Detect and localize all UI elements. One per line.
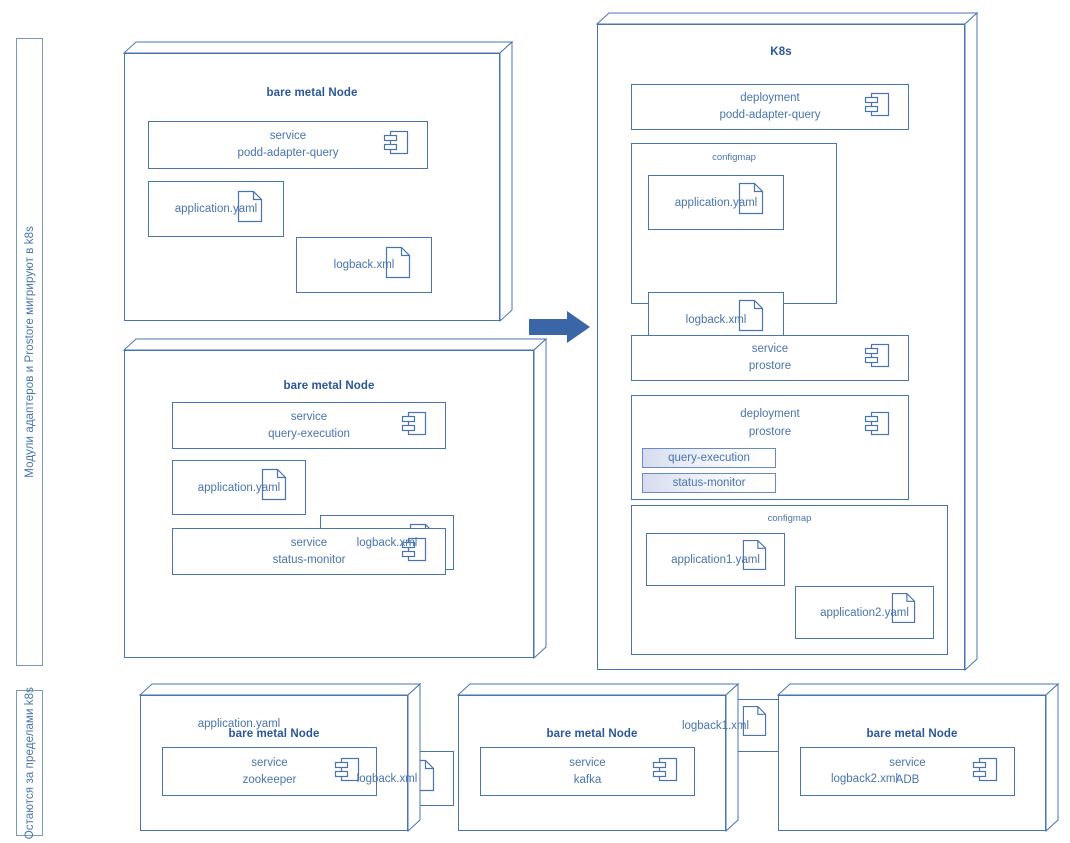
service-name: query-execution (268, 427, 350, 440)
bare-metal-node-podd-adapter-query[interactable]: bare metal Node service podd-adapter-que… (122, 40, 514, 323)
service-name: kafka (573, 773, 602, 786)
file-application-yaml[interactable]: application.yaml (148, 181, 284, 237)
node-title: bare metal Node (283, 380, 375, 392)
deployment-name: prostore (748, 426, 792, 438)
service-kind: service (290, 410, 328, 423)
service-name: status-monitor (272, 553, 346, 566)
file-name: application.yaml (174, 203, 258, 215)
node-title: bare metal Node (546, 728, 638, 740)
configmap-prostore[interactable]: configmap application1.yaml application2… (631, 505, 948, 805)
service-kind: service (751, 343, 789, 356)
service-kind: service (290, 536, 328, 549)
node-title: bare metal Node (228, 728, 320, 740)
service-kafka[interactable]: service kafka (480, 747, 695, 796)
k8s-cluster[interactable]: K8s deployment podd-adapter-query config… (595, 11, 979, 805)
pod-label: status-monitor (672, 477, 746, 489)
bare-metal-node-zookeeper[interactable]: bare metal Node service zookeeper (138, 682, 422, 833)
pod-query-execution[interactable]: query-execution (642, 448, 776, 468)
service-name: prostore (748, 360, 792, 372)
service-kind: service (251, 756, 288, 769)
service-name: zookeeper (242, 773, 297, 786)
service-kind: service (889, 756, 926, 769)
component-icon (972, 756, 998, 788)
bare-metal-node-kafka[interactable]: bare metal Node service kafka (456, 682, 740, 833)
file-name: logback1.xml (681, 719, 750, 732)
file-icon (742, 539, 767, 576)
configmap-adapter[interactable]: configmap application.yaml logback.xml (631, 143, 837, 347)
file-logback-xml[interactable]: logback.xml (296, 237, 432, 293)
component-icon (864, 91, 890, 123)
file-icon (891, 592, 916, 629)
side-label-outside: Остаются за пределами k8s (16, 686, 43, 840)
file-icon (261, 468, 287, 506)
service-name: ADB (895, 773, 920, 786)
deployment-prostore[interactable]: deployment prostore query-execution stat… (631, 395, 909, 500)
file-name: application.yaml (197, 481, 281, 494)
deployment-kind: deployment (740, 92, 800, 105)
service-name: podd-adapter-query (237, 147, 339, 159)
service-podd-adapter-query[interactable]: service podd-adapter-query (148, 121, 428, 169)
service-kind: service (269, 130, 307, 143)
service-status-monitor[interactable]: service status-monitor (172, 528, 446, 575)
pod-label: query-execution (668, 452, 750, 464)
file-name: logback.xml (356, 536, 418, 549)
file-name: logback.xml (333, 259, 395, 271)
bare-metal-node-query-execution[interactable]: bare metal Node service query-execution … (122, 337, 548, 806)
file-application2-yaml[interactable]: application2.yaml (795, 586, 934, 639)
file-name: application2.yaml (820, 606, 909, 619)
component-icon (401, 536, 427, 568)
file-name: logback.xml (356, 772, 418, 785)
migration-arrow (529, 310, 591, 344)
file-icon (237, 190, 263, 228)
k8s-title: K8s (770, 46, 792, 58)
component-icon (401, 410, 427, 442)
deployment-kind: deployment (740, 408, 800, 420)
side-label-migrating-text: Модули адаптеров и Prostore мигрируют в … (23, 226, 36, 478)
file-name: logback2.xml (830, 772, 899, 785)
file-name: application1.yaml (671, 553, 760, 566)
component-icon (864, 410, 890, 442)
node-title: bare metal Node (866, 728, 958, 740)
service-prostore[interactable]: service prostore (631, 335, 909, 381)
component-icon (334, 756, 360, 788)
node-title: bare metal Node (266, 87, 358, 99)
file-icon (385, 246, 411, 284)
deployment-name: podd-adapter-query (719, 109, 821, 121)
bare-metal-node-adb[interactable]: bare metal Node service ADB (776, 682, 1060, 833)
configmap-label: configmap (712, 152, 756, 163)
file-name: application.yaml (674, 196, 758, 209)
file-icon (738, 299, 764, 337)
file-name: application.yaml (197, 717, 281, 730)
file-application-yaml[interactable]: application.yaml (648, 175, 784, 230)
service-zookeeper[interactable]: service zookeeper (162, 747, 377, 796)
service-adb[interactable]: service ADB (800, 747, 1015, 796)
deployment-podd-adapter-query[interactable]: deployment podd-adapter-query (631, 84, 909, 130)
component-icon (864, 342, 890, 374)
configmap-label: configmap (767, 513, 812, 524)
service-kind: service (569, 756, 606, 769)
file-icon (742, 705, 767, 742)
side-label-migrating: Модули адаптеров и Prostore мигрируют в … (16, 38, 43, 666)
component-icon (652, 756, 678, 788)
file-application-yaml[interactable]: application.yaml (172, 460, 306, 515)
component-icon (383, 129, 409, 161)
service-query-execution[interactable]: service query-execution (172, 402, 446, 449)
side-label-outside-text: Остаются за пределами k8s (23, 686, 36, 840)
file-application1-yaml[interactable]: application1.yaml (646, 533, 785, 586)
pod-status-monitor[interactable]: status-monitor (642, 473, 776, 493)
file-icon (738, 182, 764, 220)
file-name: logback.xml (685, 313, 747, 326)
